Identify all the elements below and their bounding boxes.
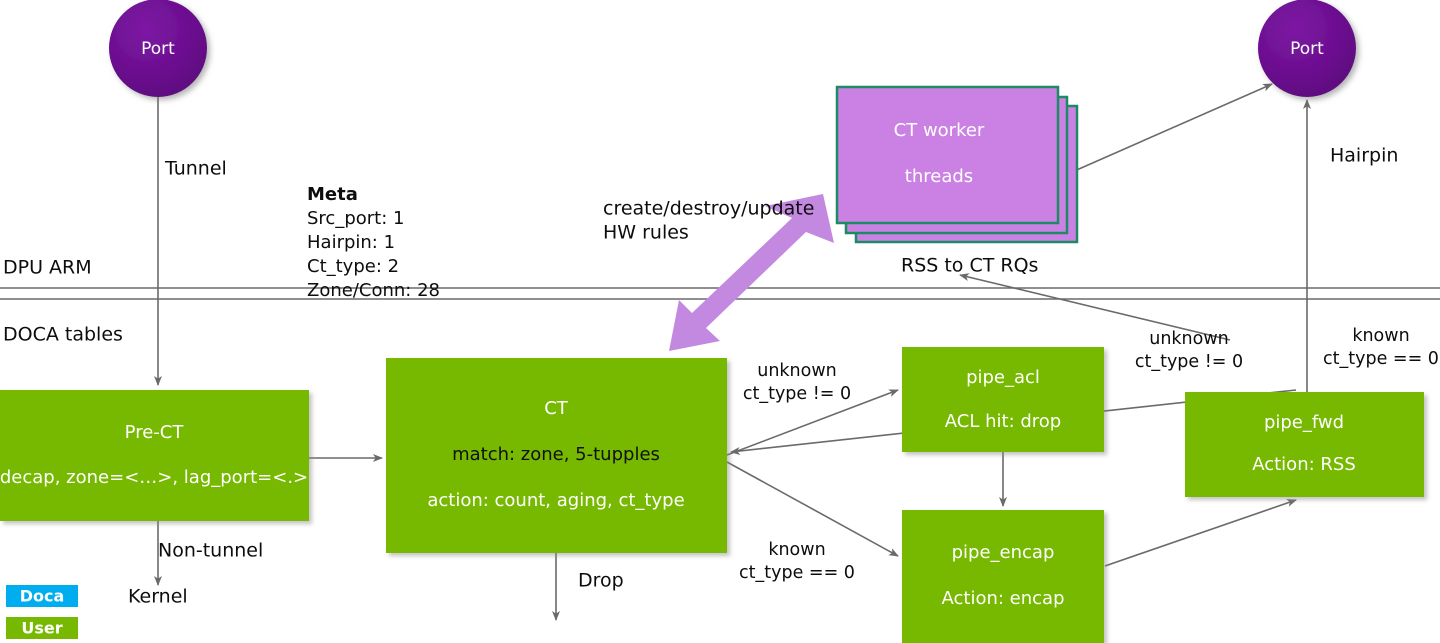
ct-worker-thread-card-front — [835, 85, 1060, 225]
legend-swatch-doca — [6, 585, 78, 607]
ct-worker-threads-stack[interactable]: CT worker threads — [835, 85, 1079, 244]
port-left-label: Port — [141, 39, 175, 59]
node-pipe-acl-box — [902, 347, 1104, 452]
edge-label-fwd-known-line2: ct_type == 0 — [1323, 349, 1439, 369]
edge-rss-to-ct-rqs — [959, 273, 1231, 341]
node-ct-box — [386, 358, 727, 553]
port-left[interactable]: Port — [109, 0, 207, 97]
band-label-dpu-arm: DPU ARM — [3, 257, 92, 279]
edge-label-non-tunnel: Non-tunnel — [158, 540, 263, 562]
band-label-doca-tables: DOCA tables — [3, 324, 123, 346]
node-pipe-encap[interactable]: pipe_encap Action: encap — [902, 510, 1104, 643]
node-pipe-encap-title: pipe_encap — [952, 542, 1055, 563]
edge-label-ct-known-line2: ct_type == 0 — [739, 563, 855, 583]
edge-label-fwd-unknown-line1: unknown — [1149, 329, 1229, 349]
edge-label-ct-unknown-line2: ct_type != 0 — [743, 384, 851, 404]
edge-label-ct-unknown-line1: unknown — [757, 361, 837, 381]
legend-swatch-user — [6, 617, 78, 639]
node-pipe-fwd-box — [1185, 392, 1424, 497]
node-pre-ct-box — [0, 390, 309, 521]
edge-label-hw-rules-line2: HW rules — [603, 222, 689, 244]
edge-label-hw-rules-line1: create/destroy/update — [603, 198, 814, 220]
meta-line-1: Hairpin: 1 — [307, 232, 395, 253]
node-pipe-fwd-title: pipe_fwd — [1264, 412, 1344, 433]
ct-worker-threads-line1: CT worker — [894, 120, 985, 141]
node-pre-ct-detail: decap, zone=<…>, lag_port=<.> — [0, 467, 308, 488]
node-ct[interactable]: CT match: zone, 5-tupples action: count,… — [386, 358, 727, 553]
port-right[interactable]: Port — [1258, 0, 1356, 97]
ct-worker-threads-line2: threads — [905, 166, 973, 187]
edge-ct-to-pipe-encap — [726, 461, 899, 557]
node-pipe-encap-box — [902, 510, 1104, 643]
meta-line-2: Ct_type: 2 — [307, 256, 399, 277]
meta-block: Meta Src_port: 1 Hairpin: 1 Ct_type: 2 Z… — [307, 184, 440, 301]
hw-rules-double-arrow — [669, 194, 834, 351]
node-pre-ct[interactable]: Pre-CT decap, zone=<…>, lag_port=<.> — [0, 390, 309, 521]
node-pipe-fwd-detail: Action: RSS — [1252, 454, 1356, 475]
edge-label-kernel: Kernel — [128, 586, 188, 608]
edge-label-fwd-known-line1: known — [1352, 326, 1409, 346]
edge-ct-to-pipe-acl — [726, 389, 899, 456]
edge-label-fwd-unknown-line2: ct_type != 0 — [1135, 352, 1243, 372]
edge-label-rss-to-ct-rqs: RSS to CT RQs — [901, 255, 1038, 277]
node-pipe-acl-detail: ACL hit: drop — [945, 411, 1061, 432]
legend-label-doca: Doca — [20, 587, 65, 606]
legend-label-user: User — [21, 619, 62, 638]
meta-heading: Meta — [307, 184, 358, 205]
node-pipe-acl[interactable]: pipe_acl ACL hit: drop — [902, 347, 1104, 452]
port-right-label: Port — [1290, 39, 1324, 59]
edge-pipe-encap-to-pipe-fwd — [1104, 499, 1297, 567]
edge-label-hairpin: Hairpin — [1330, 145, 1398, 167]
meta-line-3: Zone/Conn: 28 — [307, 280, 440, 301]
node-pipe-fwd[interactable]: pipe_fwd Action: RSS — [1185, 392, 1424, 497]
meta-line-0: Src_port: 1 — [307, 208, 404, 229]
node-pipe-encap-detail: Action: encap — [942, 588, 1065, 609]
edge-workers-to-port — [1062, 83, 1273, 177]
node-ct-match: match: zone, 5-tupples — [452, 444, 660, 465]
edge-label-drop: Drop — [578, 570, 624, 592]
legend: Doca User — [6, 585, 78, 639]
node-ct-title: CT — [544, 398, 569, 419]
node-pipe-acl-title: pipe_acl — [966, 367, 1040, 388]
node-pre-ct-title: Pre-CT — [125, 422, 185, 443]
node-ct-action: action: count, aging, ct_type — [427, 490, 684, 511]
edge-label-tunnel: Tunnel — [164, 158, 227, 180]
edge-label-ct-known-line1: known — [768, 540, 825, 560]
